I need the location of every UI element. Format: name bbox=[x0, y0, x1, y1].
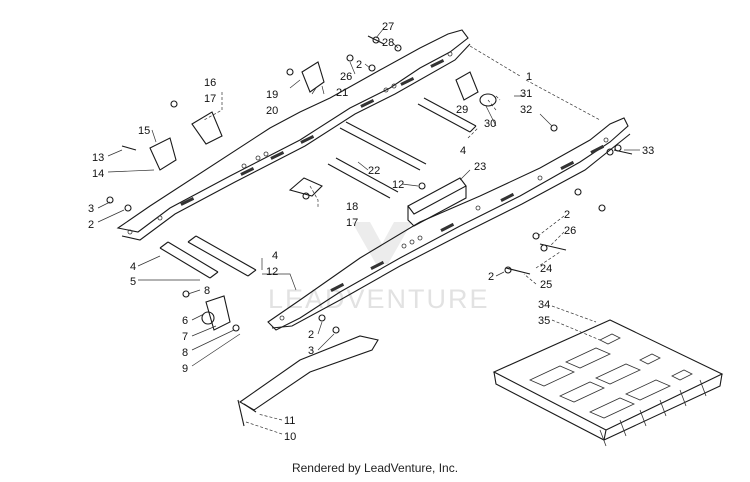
callout-21: 21 bbox=[336, 87, 348, 99]
track-assembly bbox=[492, 319, 724, 447]
left-side-rail bbox=[267, 117, 631, 331]
callout-29: 29 bbox=[456, 104, 468, 116]
callout-4-mid: 4 bbox=[272, 250, 278, 262]
callout-2: 2 bbox=[356, 59, 362, 71]
callout-2-left: 2 bbox=[88, 219, 94, 231]
callout-26-lower: 26 bbox=[564, 225, 576, 237]
callout-33: 33 bbox=[642, 145, 654, 157]
footer-credit: Rendered by LeadVenture, Inc. bbox=[291, 461, 459, 475]
cross-shafts bbox=[159, 97, 477, 279]
callout-23: 23 bbox=[474, 161, 486, 173]
callout-2-right: 2 bbox=[564, 209, 570, 221]
callout-25: 25 bbox=[540, 279, 552, 291]
callout-6: 6 bbox=[182, 315, 188, 327]
watermark-text: LEADVENTURE bbox=[268, 284, 490, 314]
callout-10: 10 bbox=[284, 431, 296, 443]
callout-19: 19 bbox=[266, 89, 278, 101]
callout-16: 16 bbox=[204, 77, 216, 89]
callout-30: 30 bbox=[484, 118, 496, 130]
slide-block bbox=[407, 177, 467, 227]
callout-11: 11 bbox=[284, 415, 295, 427]
callout-22: 22 bbox=[368, 165, 380, 177]
callout-3-upper: 3 bbox=[88, 203, 94, 215]
callout-8-lower: 8 bbox=[182, 347, 188, 359]
callout-12-lower: 12 bbox=[266, 266, 278, 278]
callout-35: 35 bbox=[538, 315, 550, 327]
callout-13: 13 bbox=[92, 152, 104, 164]
callout-3-lower: 3 bbox=[308, 345, 314, 357]
callout-24: 24 bbox=[540, 263, 552, 275]
callout-26: 26 bbox=[340, 71, 352, 83]
callout-9: 9 bbox=[182, 363, 188, 375]
leader-lines bbox=[97, 27, 640, 435]
callout-7: 7 bbox=[182, 331, 188, 343]
callout-1: 1 bbox=[526, 71, 532, 83]
callout-labels: 27 28 1 26 2 16 17 19 20 21 29 31 32 30 … bbox=[88, 21, 654, 443]
callout-28: 28 bbox=[382, 37, 394, 49]
callout-20: 20 bbox=[266, 105, 278, 117]
callout-17: 17 bbox=[204, 93, 216, 105]
callout-2-mid: 2 bbox=[488, 271, 494, 283]
right-side-rail bbox=[116, 29, 471, 241]
small-hardware bbox=[106, 35, 633, 427]
callout-31: 31 bbox=[520, 88, 532, 100]
callout-2-lower: 2 bbox=[308, 329, 314, 341]
callout-17-lower: 17 bbox=[346, 217, 358, 229]
callout-12-upper: 12 bbox=[392, 179, 404, 191]
callout-18: 18 bbox=[346, 201, 358, 213]
callout-14: 14 bbox=[92, 168, 104, 180]
callout-15: 15 bbox=[138, 125, 150, 137]
callout-8-upper: 8 bbox=[204, 285, 210, 297]
callout-32: 32 bbox=[520, 104, 532, 116]
callout-34: 34 bbox=[538, 299, 550, 311]
callout-4-upper: 4 bbox=[460, 145, 466, 157]
callout-5: 5 bbox=[130, 276, 136, 288]
watermark: LEADVENTURE bbox=[268, 222, 490, 314]
callout-4-left: 4 bbox=[130, 261, 136, 273]
callout-27: 27 bbox=[382, 21, 394, 33]
